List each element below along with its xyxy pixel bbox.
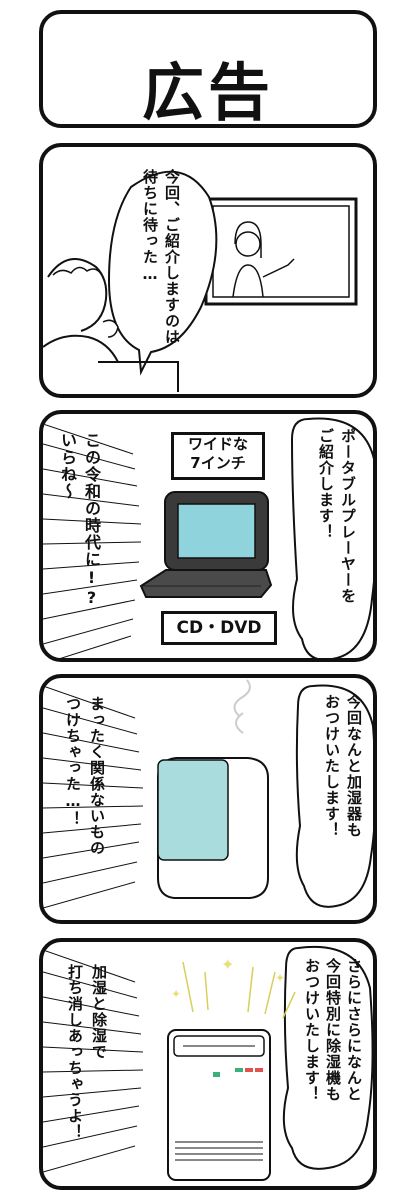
panel-5-speech-line2: 今回特別に除湿機も xyxy=(324,958,342,1102)
svg-text:✦: ✦ xyxy=(171,987,181,1001)
panel-2-speech: 今回、ご紹介しますのは 待ちに待った… xyxy=(139,169,183,379)
panel-4: 今回なんと加湿器も おつけいたします！ まったく関係ないもの つけちゃった…！ xyxy=(39,674,377,924)
panel-5-thought-line1: 加湿と除湿で xyxy=(90,964,108,1060)
svg-text:✦: ✦ xyxy=(275,971,285,985)
panel-4-speech-line1: 今回なんと加湿器も xyxy=(345,694,363,838)
panel-2-art xyxy=(43,170,358,392)
spec-label-top-line1: ワイドな xyxy=(187,435,248,453)
panel-5-thought: 加湿と除湿で 打ち消しあっちゃうよ！ xyxy=(63,964,111,1184)
panel-4-art xyxy=(43,679,373,909)
panel-3: ワイドな 7インチ CD・DVD ポータブルプレーヤーを ご紹介します！ この令… xyxy=(39,410,377,662)
panel-4-thought-line2: つけちゃった…！ xyxy=(64,696,82,827)
panel-5-speech: さらにさらになんと 今回特別に除湿機も おつけいたします！ xyxy=(301,958,364,1178)
panel-3-speech-line2: ご紹介します！ xyxy=(317,428,335,540)
panel-3-art xyxy=(43,417,373,658)
panel-3-thought-line2: いらね〜 xyxy=(58,432,77,500)
panel-5-art: ✦ ✦ ✦ xyxy=(43,945,373,1181)
panel-5-thought-line2: 打ち消しあっちゃうよ！ xyxy=(66,964,84,1140)
panel-3-speech-line1: ポータブルプレーヤーを xyxy=(339,428,357,604)
panel-5-speech-line1: さらにさらになんと xyxy=(345,958,363,1102)
panel-3-thought: この令和の時代に!? いらね〜 xyxy=(55,432,103,652)
title-panel: 広告 xyxy=(39,10,377,128)
spec-label-bottom: CD・DVD xyxy=(161,611,277,645)
panel-2-speech-line1: 今回、ご紹介しますのは xyxy=(163,169,181,345)
panel-5-speech-line3: おつけいたします！ xyxy=(303,958,321,1102)
panel-4-speech: 今回なんと加湿器も おつけいたします！ xyxy=(321,694,365,914)
panel-4-thought-line1: まったく関係ないもの xyxy=(88,696,106,856)
panel-2-speech-line2: 待ちに待った… xyxy=(141,169,159,284)
panel-5: ✦ ✦ ✦ さらにさらになんと 今回特別に除湿機も おつけいたします！ 加湿と除… xyxy=(39,938,377,1190)
panel-4-speech-line2: おつけいたします！ xyxy=(323,694,341,838)
comic-title: 広告 xyxy=(141,56,274,128)
spec-label-top-line2: 7インチ xyxy=(190,454,246,472)
panel-3-speech: ポータブルプレーヤーを ご紹介します！ xyxy=(315,428,359,648)
panel-2: 今回、ご紹介しますのは 待ちに待った… xyxy=(39,143,377,398)
panel-3-thought-line1: この令和の時代に!? xyxy=(82,432,101,608)
panel-4-thought: まったく関係ないもの つけちゃった…！ xyxy=(61,696,109,916)
svg-text:✦: ✦ xyxy=(221,955,234,974)
spec-label-top: ワイドな 7インチ xyxy=(171,432,265,480)
